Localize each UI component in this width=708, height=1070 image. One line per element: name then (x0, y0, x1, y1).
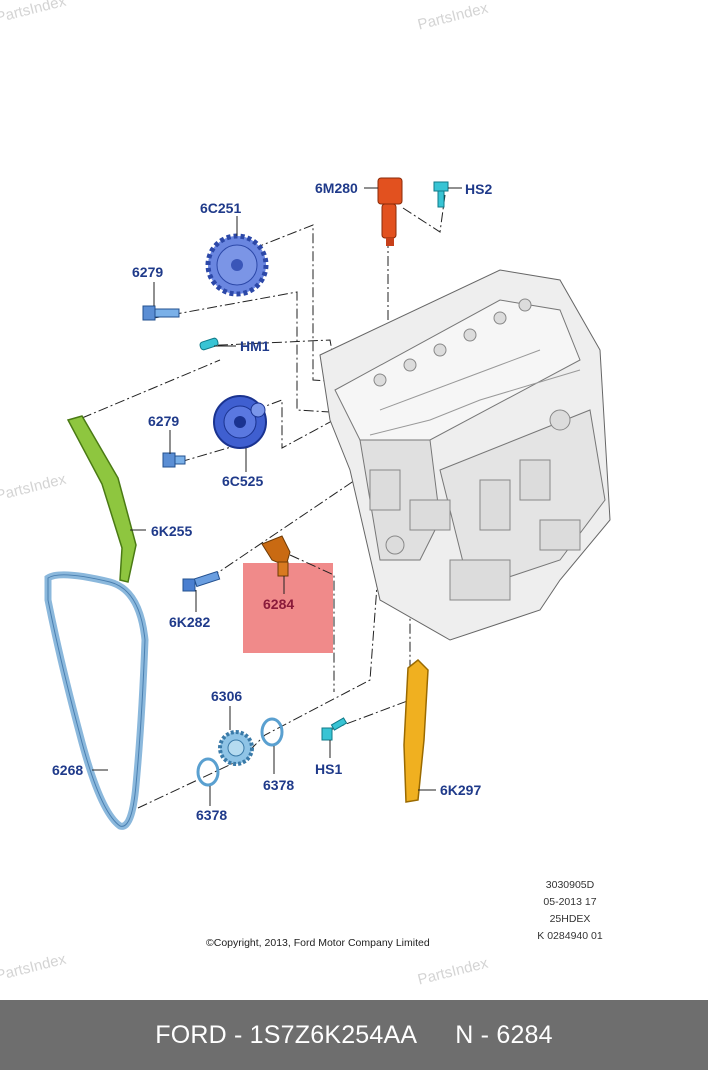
hs1-bolt (321, 717, 348, 741)
label-hs1: HS1 (315, 761, 342, 777)
camshaft-bolt-upper (142, 305, 180, 321)
label-6m280: 6M280 (315, 180, 358, 196)
vct-phaser (213, 395, 267, 449)
footer-part-code: FORD - 1S7Z6K254AA (155, 1020, 418, 1049)
reference-line-2: 05-2013 17 (543, 896, 597, 908)
engine-block (319, 269, 611, 641)
label-hs2: HS2 (465, 181, 492, 197)
label-6378-rear: 6378 (263, 777, 294, 793)
label-6c525: 6C525 (222, 473, 263, 489)
crank-washer-front (196, 757, 220, 787)
crank-washer-rear (260, 717, 284, 747)
hs2-bolt (433, 181, 449, 208)
reference-line-3: 25HDEX (549, 913, 591, 925)
chain-tensioner (261, 535, 291, 577)
label-leaders (92, 187, 462, 806)
label-6306: 6306 (211, 688, 242, 704)
label-6k255: 6K255 (151, 523, 192, 539)
camshaft-sprocket-upper (205, 233, 269, 297)
label-6k297: 6K297 (440, 782, 481, 798)
reference-line-1: 3030905D (545, 879, 595, 891)
reference-line-4: K 0284940 01 (537, 930, 603, 942)
tensioner-bolt (182, 570, 221, 592)
copyright-notice: ©Copyright, 2013, Ford Motor Company Lim… (206, 937, 430, 949)
timing-chain (44, 571, 149, 830)
label-hm1: HM1 (240, 338, 270, 354)
footer-diagram-number: N - 6284 (455, 1020, 553, 1049)
label-6c251: 6C251 (200, 200, 241, 216)
camshaft-bolt-lower (162, 452, 186, 468)
label-6279-upper: 6279 (132, 264, 163, 280)
label-6k282: 6K282 (169, 614, 210, 630)
crankshaft-sprocket (218, 730, 254, 766)
label-6284: 6284 (263, 596, 294, 612)
label-6279-lower: 6279 (148, 413, 179, 429)
label-6378-front: 6378 (196, 807, 227, 823)
parts-diagram: 6M280 HS2 6C251 6279 HM1 6279 6C525 6K25… (44, 177, 611, 830)
part-footer-bar: FORD - 1S7Z6K254AA N - 6284 (0, 1000, 708, 1070)
selected-part-highlight (243, 563, 333, 653)
lower-chain-guide (403, 658, 429, 803)
label-6268: 6268 (52, 762, 83, 778)
hm1-dowel (199, 337, 219, 351)
upper-chain-guide (66, 415, 137, 583)
diagram-reference: 3030905D 05-2013 17 25HDEX K 0284940 01 (510, 877, 630, 945)
vct-solenoid (377, 177, 403, 246)
